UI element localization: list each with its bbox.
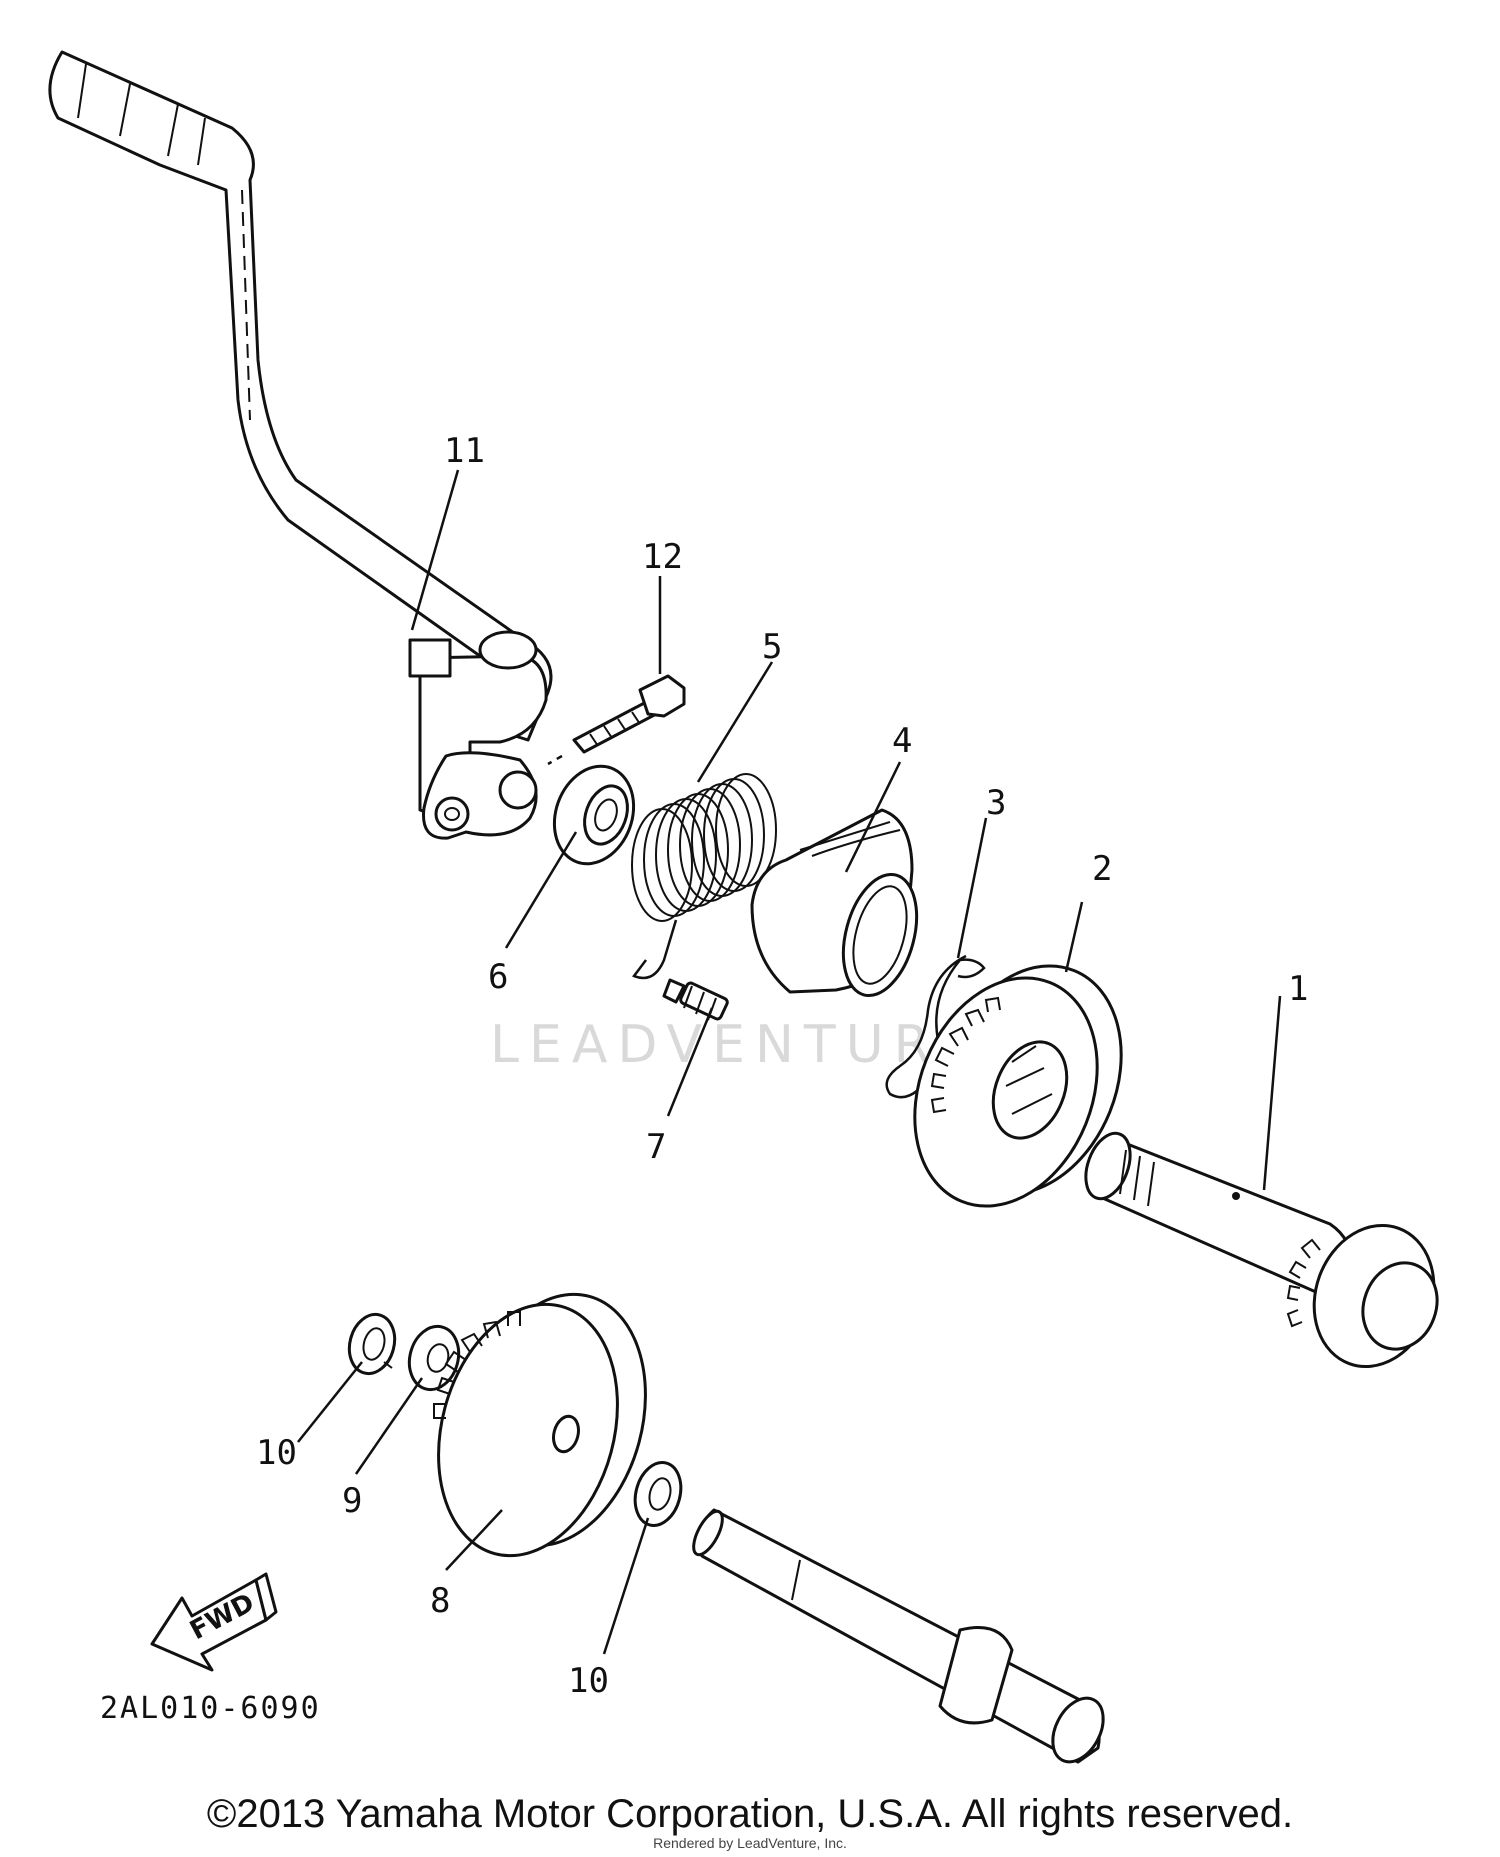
part-6-oil-seal	[552, 764, 636, 866]
callout-10-lower: 10	[568, 1661, 609, 1701]
callout-2: 2	[1092, 849, 1112, 889]
idle-shaft	[692, 1508, 1105, 1764]
rendered-by-notice: Rendered by LeadVenture, Inc.	[653, 1835, 847, 1851]
callout-11: 11	[444, 431, 485, 471]
callout-8: 8	[430, 1581, 450, 1621]
leader-lines	[297, 469, 1282, 1655]
part-4-kick-clip	[750, 808, 919, 998]
callout-7: 7	[646, 1127, 666, 1167]
diagram-code: 2AL010-6090	[100, 1691, 321, 1726]
callout-6: 6	[488, 957, 508, 997]
part-10-circlip-upper	[347, 1312, 397, 1376]
callout-12: 12	[642, 537, 683, 577]
part-8-idle-gear	[433, 1292, 647, 1558]
fwd-arrow: FWD	[150, 1572, 278, 1672]
copyright-notice: ©2013 Yamaha Motor Corporation, U.S.A. A…	[206, 1792, 1294, 1836]
callout-5: 5	[762, 627, 782, 667]
part-11-kick-crank	[48, 50, 553, 840]
callout-labels: 11 12 5 4 3 2 1 6 7 10 9 8 10	[256, 431, 1308, 1701]
callout-10-upper: 10	[256, 1433, 297, 1473]
part-1-kick-axle	[1084, 1131, 1439, 1369]
callout-4: 4	[892, 721, 912, 761]
part-2-kick-gear	[913, 964, 1123, 1208]
callout-1: 1	[1288, 969, 1308, 1009]
callout-3: 3	[986, 783, 1006, 823]
part-5-torsion-spring	[631, 773, 777, 980]
part-10-circlip-lower	[633, 1461, 683, 1527]
callout-9: 9	[342, 1481, 362, 1521]
part-12-bolt	[547, 674, 686, 766]
watermark-text: LEADVENTURE	[490, 1015, 983, 1075]
